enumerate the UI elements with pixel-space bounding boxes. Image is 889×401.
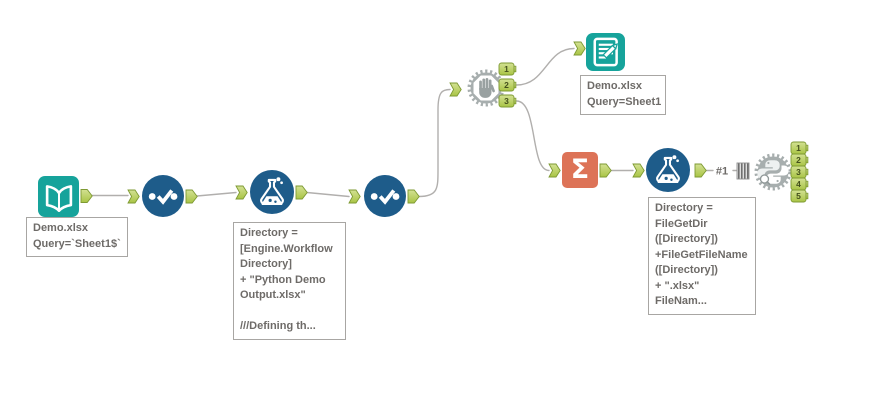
python-gear-icon (754, 153, 792, 191)
tool-select-1[interactable] (142, 175, 184, 217)
flask-icon (260, 177, 284, 206)
annotation-output-data[interactable]: Demo.xlsx Query=Sheet1 (580, 75, 666, 115)
annotation-formula-1[interactable]: Directory = [Engine.Workflow Directory] … (233, 222, 346, 340)
tool-input-data[interactable] (38, 176, 79, 217)
anchor-output-formula1[interactable] (295, 185, 308, 200)
wire-block3-to-summarize[interactable] (515, 100, 550, 172)
open-book-icon (45, 184, 72, 212)
python-output-anchors: 1 2 3 4 5 (790, 141, 809, 203)
anchor-output-input-data[interactable] (80, 189, 93, 203)
anchor-input-formula2[interactable] (632, 163, 645, 178)
connection-tag-label: #1 (716, 166, 728, 178)
wire-select1-to-formula1[interactable] (196, 191, 237, 197)
block-output-anchors: 1 2 3 (498, 62, 517, 108)
anchor-input-formula1[interactable] (235, 185, 248, 200)
pencil-icon (601, 43, 618, 59)
python-logo-icon (757, 160, 789, 184)
anchor-label: 3 (796, 167, 801, 177)
tool-python[interactable] (751, 150, 795, 194)
anchor-input-output-data[interactable] (573, 41, 586, 56)
magnifier-icon (759, 174, 771, 185)
anchor-python-input-striped[interactable] (736, 162, 750, 180)
tool-summarize[interactable]: Σ (562, 152, 598, 188)
anchor-input-block[interactable] (449, 82, 462, 97)
select-check-icon (148, 189, 178, 205)
anchor-label: 2 (796, 155, 801, 165)
tool-formula-1[interactable] (250, 170, 294, 214)
wire-select2-to-block[interactable] (418, 88, 451, 198)
anchor-label: 4 (796, 179, 801, 189)
annotation-formula-2[interactable]: Directory = FileGetDir ([Directory]) +Fi… (648, 197, 756, 315)
wire-formula1-to-select2[interactable] (306, 191, 350, 198)
wire-block2-to-output[interactable] (515, 47, 575, 86)
write-document-icon (593, 37, 618, 67)
anchor-label: 3 (504, 96, 509, 106)
flask-icon (656, 155, 680, 184)
anchor-output-formula2[interactable] (694, 163, 707, 178)
anchor-output-summarize[interactable] (599, 163, 612, 178)
anchor-label: 1 (504, 64, 509, 74)
anchor-output-select2[interactable] (407, 189, 420, 204)
anchor-input-select2[interactable] (348, 189, 361, 204)
tool-select-2[interactable] (364, 175, 406, 217)
tool-output-data[interactable] (586, 33, 625, 71)
annotation-input-data[interactable]: Demo.xlsx Query=`Sheet1$` (26, 217, 128, 257)
select-check-icon (370, 189, 400, 205)
anchor-output-select1[interactable] (185, 189, 198, 204)
anchor-input-summarize[interactable] (548, 163, 561, 178)
anchor-input-select1[interactable] (127, 189, 140, 204)
anchor-label: 1 (796, 143, 801, 153)
tool-formula-2[interactable] (646, 148, 690, 192)
sigma-icon: Σ (570, 153, 590, 185)
hand-icon (479, 78, 495, 98)
anchor-label: 5 (796, 191, 801, 201)
anchor-label: 2 (504, 80, 509, 90)
